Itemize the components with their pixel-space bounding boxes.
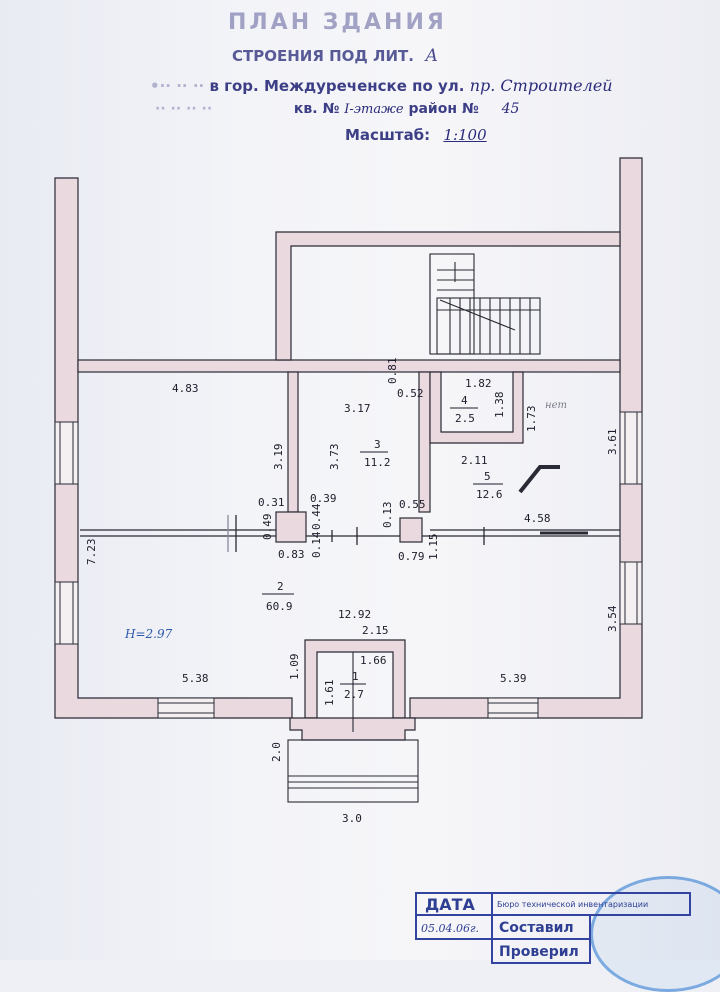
entrance-steps xyxy=(287,652,419,803)
window-bottom-left xyxy=(157,697,215,719)
room5-number: 5 xyxy=(484,470,491,483)
dim-0-14: 0.14 xyxy=(310,531,323,558)
district-number: 45 xyxy=(501,101,520,117)
address-label: в гор. Междуреченске по ул. xyxy=(209,77,465,95)
dim-3-73: 3.73 xyxy=(328,444,341,471)
staircase xyxy=(429,253,541,355)
stamp-date-label: ДАТА xyxy=(415,892,493,916)
room5-area: 12.6 xyxy=(476,488,503,501)
building-letter: А xyxy=(425,46,439,66)
column-right xyxy=(399,517,423,543)
dim-3-19: 3.19 xyxy=(272,444,285,471)
floor-plan: 3 11.2 4 2.5 5 12.6 2 60.9 1 2.7 4.83 3.… xyxy=(54,157,643,825)
dim-5-38: 5.38 xyxy=(182,672,209,685)
left-outer-wall xyxy=(54,177,293,719)
room3-area: 11.2 xyxy=(364,456,391,469)
district-label: район № xyxy=(408,101,479,117)
address-line: •·· ·· ·· в гор. Междуреченске по ул. пр… xyxy=(150,76,613,95)
window-bottom-right xyxy=(487,697,539,719)
ceiling-height-note: H=2.97 xyxy=(124,627,173,641)
dim-2-11: 2.11 xyxy=(461,454,488,467)
building-line: СТРОЕНИЯ ПОД ЛИТ. А xyxy=(232,46,438,66)
paper-sheet xyxy=(0,0,720,960)
apartment-label: кв. № xyxy=(293,101,340,117)
room4-number: 4 xyxy=(461,394,468,407)
dim-1-66: 1.66 xyxy=(360,654,387,667)
scale-label: Масштаб: xyxy=(345,126,431,144)
room1-number: 1 xyxy=(352,670,359,683)
window-left-upper xyxy=(54,421,79,485)
dim-1-61: 1.61 xyxy=(323,680,336,707)
dim-1-09: 1.09 xyxy=(288,654,301,681)
dim-2-15: 2.15 xyxy=(362,624,389,637)
dim-0-31: 0.31 xyxy=(258,496,285,509)
dim-1-15: 1.15 xyxy=(427,534,440,561)
room2-number: 2 xyxy=(277,580,284,593)
dim-0-49: 0.49 xyxy=(261,514,274,541)
scale-value: 1:100 xyxy=(443,126,487,144)
building-label: СТРОЕНИЯ ПОД ЛИТ. xyxy=(232,47,414,65)
room1-area: 2.7 xyxy=(344,688,364,701)
stamp-bureau: Бюро технической инвентаризации xyxy=(491,892,691,916)
scale-line: Масштаб: 1:100 xyxy=(345,126,487,144)
dim-2-0: 2.0 xyxy=(270,742,283,762)
stamp-compiled: Составил xyxy=(491,914,591,940)
floor-line: ·· ·· ·· ·· кв. № I-этаже район № 45 xyxy=(155,101,520,117)
dim-0-55: 0.55 xyxy=(399,498,426,511)
room4-wall xyxy=(429,371,524,444)
dim-0-44: 0.44 xyxy=(310,503,323,530)
dim-3-61: 3.61 xyxy=(606,429,619,456)
window-right-lower xyxy=(619,561,643,625)
column-left xyxy=(275,511,307,543)
dim-1-38: 1.38 xyxy=(493,392,506,419)
room3-left-wall xyxy=(287,371,299,513)
dim-7-23: 7.23 xyxy=(85,539,98,566)
dim-0-81: 0.81 xyxy=(386,358,399,385)
floor-value: I-этаже xyxy=(344,102,404,117)
dim-0-79: 0.79 xyxy=(398,550,425,563)
stamp-checked: Проверил xyxy=(491,938,591,964)
dim-3-17: 3.17 xyxy=(344,402,371,415)
dim-4-58: 4.58 xyxy=(524,512,551,525)
dim-0-52: 0.52 xyxy=(397,387,424,400)
street-name: пр. Строителей xyxy=(469,76,613,95)
room4-area: 2.5 xyxy=(455,412,475,425)
dim-0-39: 0.39 xyxy=(310,492,337,505)
dim-0-83: 0.83 xyxy=(278,548,305,561)
dim-1-82: 1.82 xyxy=(465,377,492,390)
dim-3-0: 3.0 xyxy=(342,812,362,825)
bti-stamp: ДАТА Бюро технической инвентаризации 05.… xyxy=(415,892,720,964)
room3-number: 3 xyxy=(374,438,381,451)
dim-5-39: 5.39 xyxy=(500,672,527,685)
dim-4-83: 4.83 xyxy=(172,382,199,395)
room2-area: 60.9 xyxy=(266,600,293,613)
stamp-date-value: 05.04.06г. xyxy=(415,914,493,940)
dim-12-92: 12.92 xyxy=(338,608,371,621)
dim-0-13: 0.13 xyxy=(381,502,394,529)
plan-title: ПЛАН ЗДАНИЯ xyxy=(228,10,447,35)
window-right-upper xyxy=(619,411,643,485)
dim-1-73: 1.73 xyxy=(525,406,538,433)
stair-block-wall xyxy=(275,231,621,361)
dim-3-54: 3.54 xyxy=(606,605,619,632)
pencil-note: нет xyxy=(545,400,567,411)
window-left-lower xyxy=(54,581,79,645)
upper-partition-wall xyxy=(77,359,621,373)
